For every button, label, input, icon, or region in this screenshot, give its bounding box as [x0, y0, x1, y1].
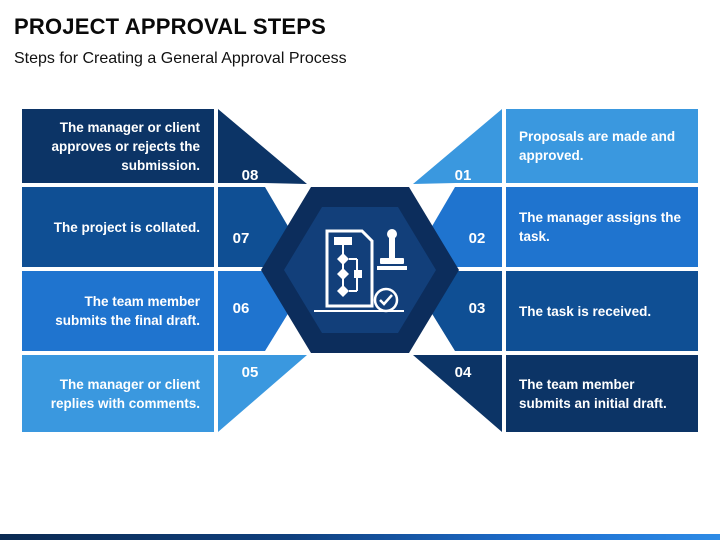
step-04-box: The team member submits an initial draft…: [506, 355, 698, 432]
step-02-box: The manager assigns the task.: [506, 187, 698, 267]
step-04-connector: [413, 355, 502, 432]
step-04-text: The team member submits an initial draft…: [519, 376, 667, 411]
step-08-text: The manager or client approves or reject…: [51, 119, 200, 173]
step-01-text: Proposals are made and approved.: [519, 129, 676, 163]
step-05-text: The manager or client replies with comme…: [50, 376, 200, 411]
step-08-connector: [218, 109, 307, 184]
step-02-number: 02: [469, 230, 486, 247]
page-title: PROJECT APPROVAL STEPS: [14, 14, 327, 39]
step-04-number: 04: [455, 364, 472, 381]
step-05-connector: [218, 355, 307, 432]
step-03-number: 03: [469, 300, 486, 317]
step-06-text: The team member submits the final draft.: [55, 294, 200, 328]
page-subtitle: Steps for Creating a General Approval Pr…: [14, 50, 347, 67]
step-01-box: Proposals are made and approved.: [506, 109, 698, 183]
approval-workflow-icon: [314, 229, 407, 313]
step-06-number: 06: [233, 300, 250, 317]
step-02-connector: [431, 187, 502, 267]
step-03-box: The task is received.: [506, 271, 698, 351]
step-07-text: The project is collated.: [53, 219, 200, 235]
step-07-number: 07: [233, 230, 250, 247]
step-07-box: The project is collated.: [22, 187, 214, 267]
bottom-accent-bar: [0, 534, 720, 540]
step-03-text: The task is received.: [519, 303, 652, 319]
step-08-number: 08: [242, 167, 259, 184]
step-03-connector: [431, 271, 502, 351]
step-06-box: The team member submits the final draft.: [22, 271, 214, 351]
step-05-box: The manager or client replies with comme…: [22, 355, 214, 432]
step-01-number: 01: [455, 167, 472, 184]
step-01-connector: [413, 109, 502, 184]
step-07-connector: [218, 187, 289, 267]
step-08-box: The manager or client approves or reject…: [22, 109, 214, 183]
step-02-text: The manager assigns the task.: [519, 210, 682, 244]
step-05-number: 05: [242, 364, 259, 381]
step-06-connector: [218, 271, 289, 351]
